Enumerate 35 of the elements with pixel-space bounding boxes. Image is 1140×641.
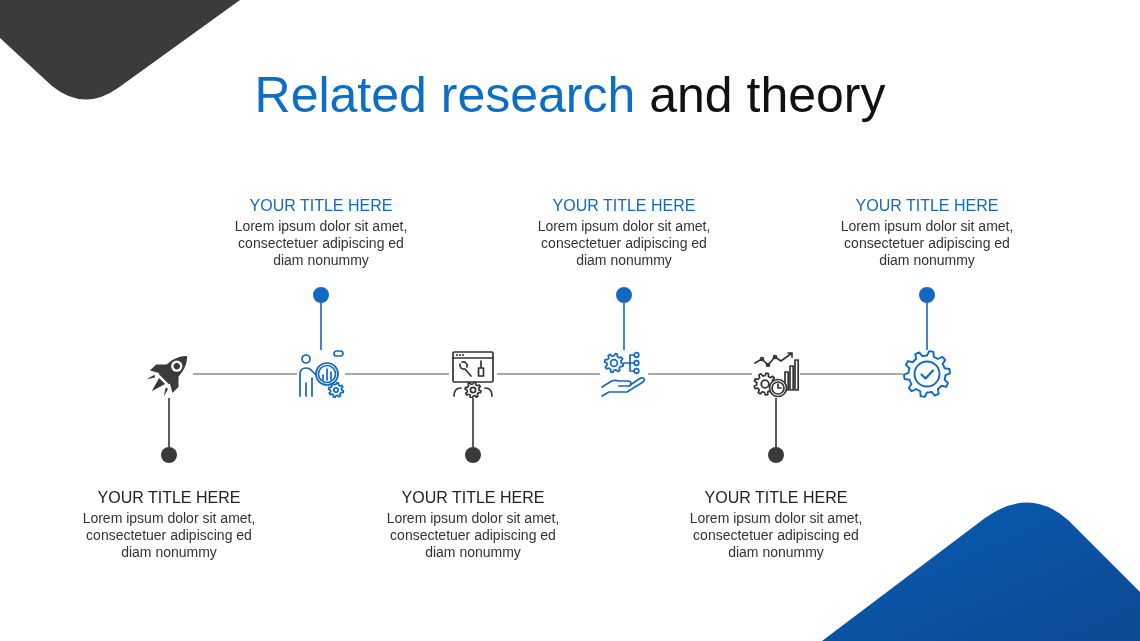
dot-icon xyxy=(161,447,177,463)
dot-icon xyxy=(313,287,329,303)
browser-tools-icon xyxy=(449,350,497,398)
connector-line xyxy=(647,373,753,375)
dot-icon xyxy=(465,447,481,463)
connector-line xyxy=(320,302,322,351)
step-description: Lorem ipsum dolor sit amet, consectetuer adipiscing ed diam nonummy xyxy=(536,218,712,269)
connector-line xyxy=(192,373,298,375)
connector-line xyxy=(775,397,777,448)
title: Related research and theory xyxy=(253,66,887,125)
hand-gear-network-icon xyxy=(600,350,648,398)
step-description: Lorem ipsum dolor sit amet, consectetuer adipiscing ed diam nonummy xyxy=(688,510,864,561)
connector-line xyxy=(168,397,170,448)
connector-line xyxy=(496,373,601,375)
chart-gear-clock-icon xyxy=(752,350,800,398)
step-title: YOUR TITLE HERE xyxy=(401,488,545,508)
step-title: YOUR TITLE HERE xyxy=(552,196,696,216)
step-description: Lorem ipsum dolor sit amet, consectetuer adipiscing ed diam nonummy xyxy=(81,510,257,561)
connector-line xyxy=(472,397,474,448)
connector-line xyxy=(623,302,625,351)
step-description: Lorem ipsum dolor sit amet, consectetuer adipiscing ed diam nonummy xyxy=(233,218,409,269)
step-title: YOUR TITLE HERE xyxy=(855,196,999,216)
connector-line xyxy=(344,373,450,375)
step-description: Lorem ipsum dolor sit amet, consectetuer adipiscing ed diam nonummy xyxy=(385,510,561,561)
dot-icon xyxy=(919,287,935,303)
step-title: YOUR TITLE HERE xyxy=(249,196,393,216)
step-title: YOUR TITLE HERE xyxy=(97,488,241,508)
dot-icon xyxy=(616,287,632,303)
connector-line xyxy=(926,302,928,351)
person-magnifier-chart-icon xyxy=(297,350,345,398)
step-description: Lorem ipsum dolor sit amet, consectetuer adipiscing ed diam nonummy xyxy=(839,218,1015,269)
step-title: YOUR TITLE HERE xyxy=(704,488,848,508)
gear-check-icon xyxy=(903,350,951,398)
connector-line xyxy=(799,373,904,375)
dot-icon xyxy=(768,447,784,463)
